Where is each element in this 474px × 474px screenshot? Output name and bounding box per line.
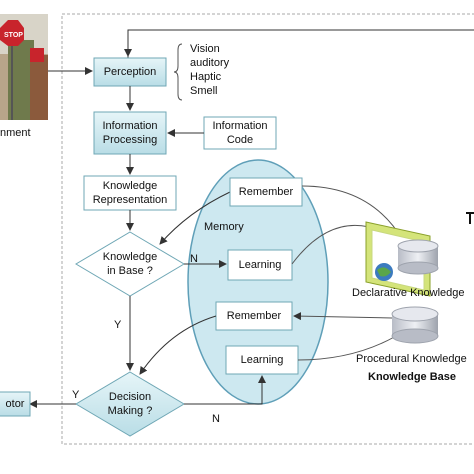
remember-bottom-box bbox=[215, 301, 293, 331]
decision-making-label-1: Decision bbox=[108, 391, 152, 403]
knowledge-base-title: Knowledge Base bbox=[368, 371, 457, 383]
edge-label-n-knowledge: N bbox=[190, 253, 198, 265]
remember-top-label: Remember bbox=[238, 186, 294, 198]
info-processing-box bbox=[93, 111, 167, 155]
perception-label: Perception bbox=[103, 66, 157, 78]
info-processing-label-2: Processing bbox=[102, 134, 158, 146]
memory-label: Memory bbox=[204, 221, 244, 233]
edge-label-y-decision: Y bbox=[72, 389, 80, 401]
edge-label-y-knowledge: Y bbox=[114, 319, 122, 331]
svg-text:STOP: STOP bbox=[4, 32, 23, 39]
actor-label: otor bbox=[5, 398, 25, 410]
info-code-label-1: Information bbox=[212, 120, 268, 132]
declarative-knowledge-label: Declarative Knowledge bbox=[352, 287, 465, 299]
sense-vision: Vision bbox=[190, 43, 220, 55]
remember-top-box bbox=[229, 177, 303, 207]
info-processing-label-1: Information bbox=[102, 120, 158, 132]
info-code-label-2: Code bbox=[226, 134, 254, 146]
knowledge-base-graphic bbox=[365, 212, 474, 344]
edge-label-n-decision: N bbox=[212, 413, 220, 425]
info-code-box bbox=[203, 116, 277, 150]
system-frame bbox=[61, 13, 474, 445]
decision-making-label-2: Making ? bbox=[107, 405, 153, 417]
learning-bottom-label: Learning bbox=[240, 354, 284, 366]
remember-bottom-label: Remember bbox=[226, 310, 282, 322]
sense-auditory: auditory bbox=[190, 57, 230, 69]
actor-box bbox=[0, 391, 31, 417]
learning-bottom-box bbox=[225, 345, 299, 375]
knowledge-in-base-label-2: in Base ? bbox=[107, 265, 153, 277]
learning-top-label: Learning bbox=[238, 259, 282, 271]
sense-smell: Smell bbox=[190, 85, 218, 97]
environment-photo: STOP bbox=[0, 14, 48, 120]
knowledge-rep-label-1: Knowledge bbox=[102, 180, 158, 192]
sense-haptic: Haptic bbox=[190, 71, 222, 83]
learning-top-box bbox=[227, 249, 293, 281]
knowledge-rep-label-2: Representation bbox=[92, 194, 168, 206]
knowledge-in-base-label-1: Knowledge bbox=[102, 251, 158, 263]
procedural-knowledge-label: Procedural Knowledge bbox=[356, 353, 467, 365]
decision-making-diamond bbox=[75, 371, 185, 437]
environment-label: nment bbox=[0, 127, 31, 139]
